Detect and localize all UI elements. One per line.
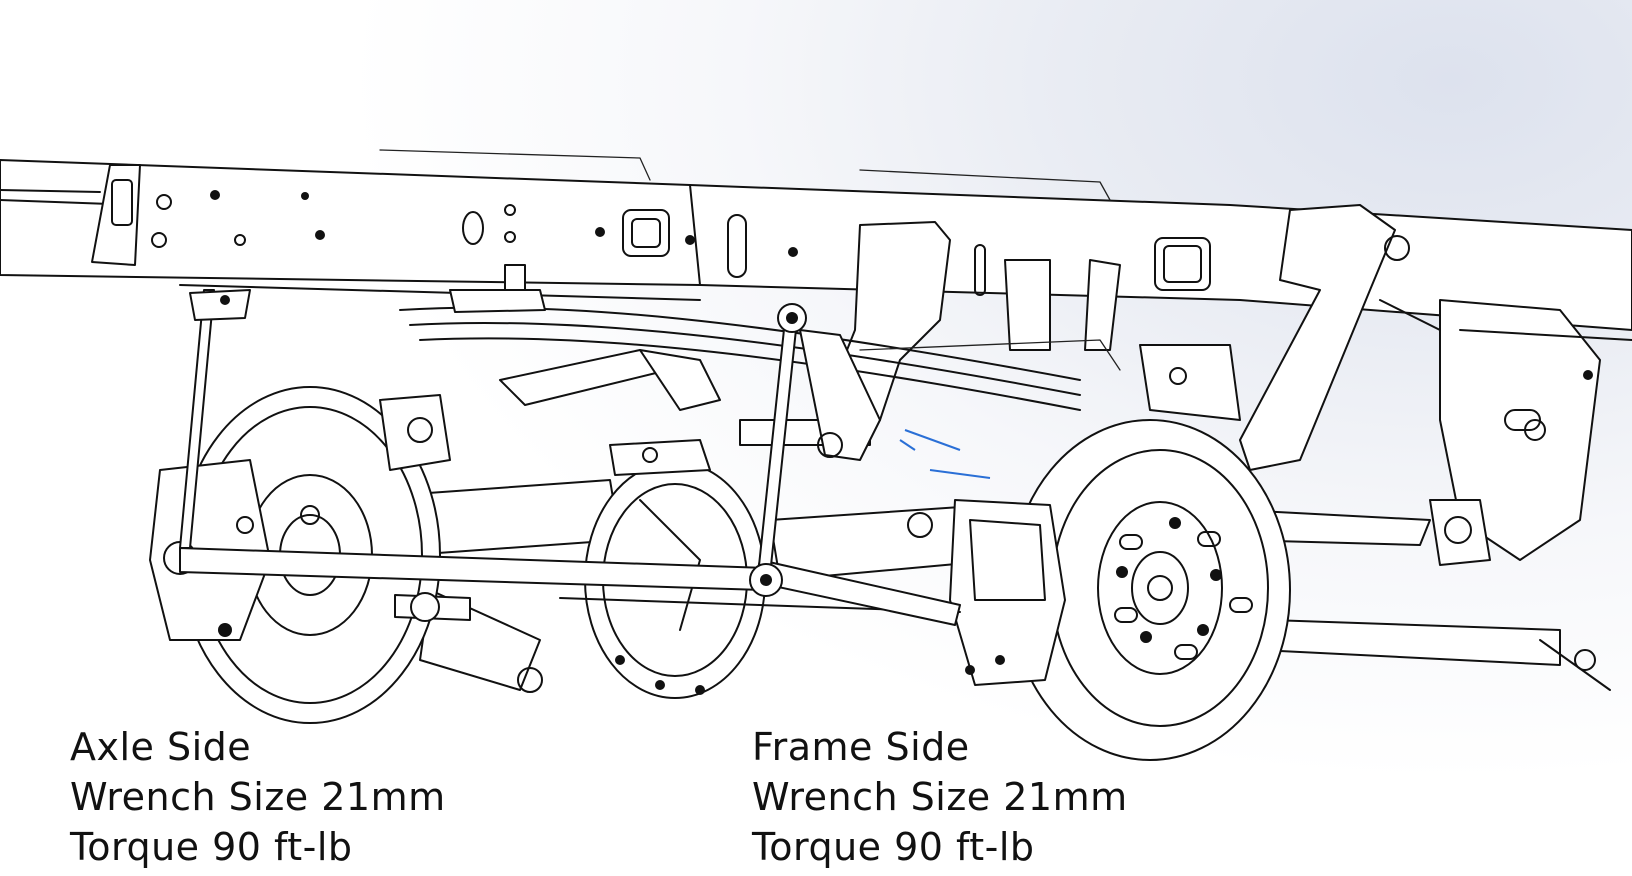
frame-side-callout: Frame Side Wrench Size 21mm Torque 90 ft… xyxy=(752,722,1128,872)
frame-side-wrench-size: Wrench Size 21mm xyxy=(752,775,1128,819)
axle-side-callout: Axle Side Wrench Size 21mm Torque 90 ft-… xyxy=(70,722,446,872)
frame-rail xyxy=(0,149,1632,331)
shock-mounts xyxy=(379,264,881,471)
upper-links xyxy=(499,344,1611,691)
right-wheel xyxy=(907,419,1291,761)
axle-side-title: Axle Side xyxy=(70,725,252,769)
axle-side-torque: Torque 90 ft-lb xyxy=(70,825,353,869)
end-links xyxy=(179,289,807,597)
frame-side-torque: Torque 90 ft-lb xyxy=(752,825,1035,869)
frame-side-title: Frame Side xyxy=(752,725,970,769)
axle-side-wrench-size: Wrench Size 21mm xyxy=(70,775,446,819)
frame-brackets xyxy=(834,204,1632,561)
